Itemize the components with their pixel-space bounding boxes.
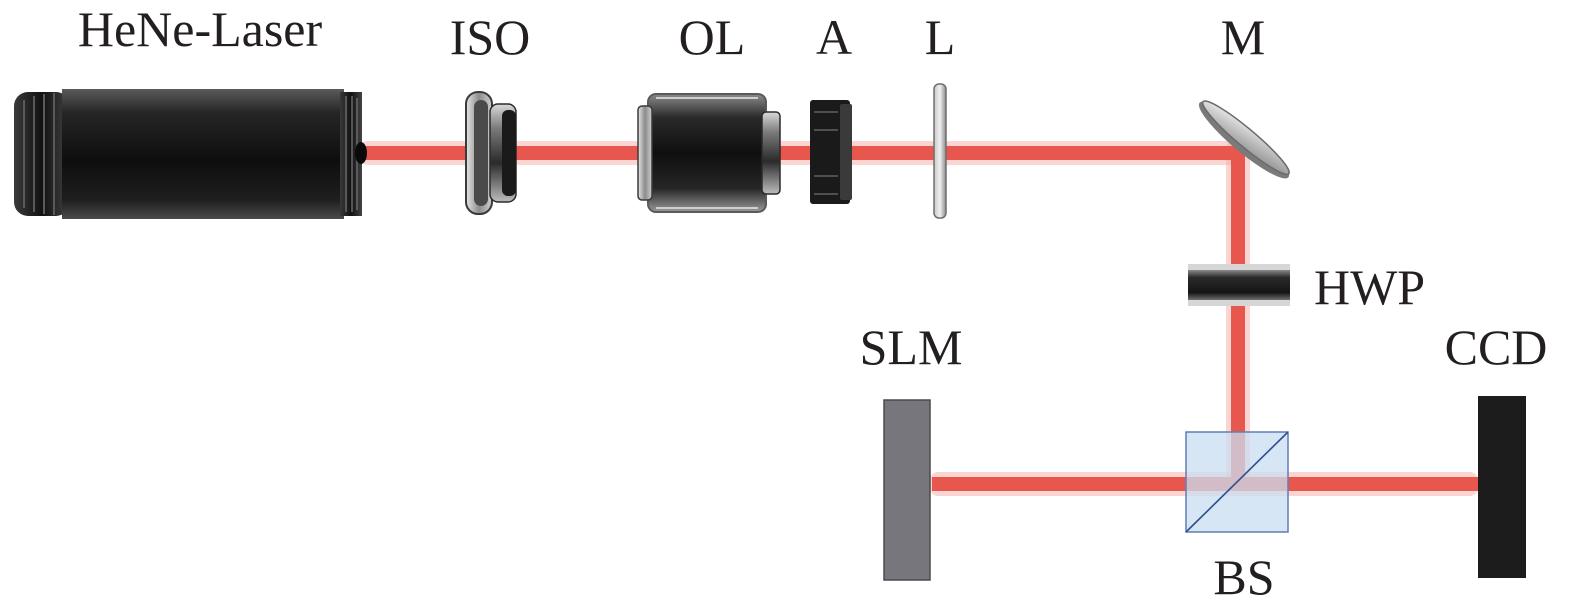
- isolator: [465, 91, 517, 215]
- beam-segment-mirror-to-splitter: [1231, 146, 1245, 486]
- hene-laser: [14, 89, 367, 219]
- label-hwp: HWP: [1314, 259, 1425, 315]
- lens: [933, 83, 947, 219]
- beam-segment-laser-to-mirror: [360, 146, 1240, 160]
- spatial-light-modulator: [883, 399, 931, 581]
- label-ol: OL: [679, 9, 746, 65]
- label-slm: SLM: [860, 319, 963, 375]
- laser-aperture: [355, 142, 367, 164]
- objective-lens: [637, 93, 781, 213]
- aperture: [810, 100, 852, 204]
- laser-rear-cap: [14, 92, 70, 216]
- beam-splitter: [1185, 431, 1289, 533]
- laser-body: [62, 89, 344, 219]
- label-bs: BS: [1213, 549, 1274, 605]
- ccd-camera: [1478, 396, 1526, 578]
- laser-beam: [360, 141, 1478, 496]
- half-wave-plate: [1188, 264, 1290, 306]
- laser-knurl: [23, 93, 55, 215]
- label-l: L: [925, 9, 956, 65]
- label-m: M: [1221, 9, 1265, 65]
- label-hene-laser: HeNe-Laser: [78, 1, 323, 57]
- label-ccd: CCD: [1445, 319, 1548, 375]
- mirror: [1198, 100, 1290, 179]
- label-a: A: [816, 9, 852, 65]
- label-iso: ISO: [450, 9, 531, 65]
